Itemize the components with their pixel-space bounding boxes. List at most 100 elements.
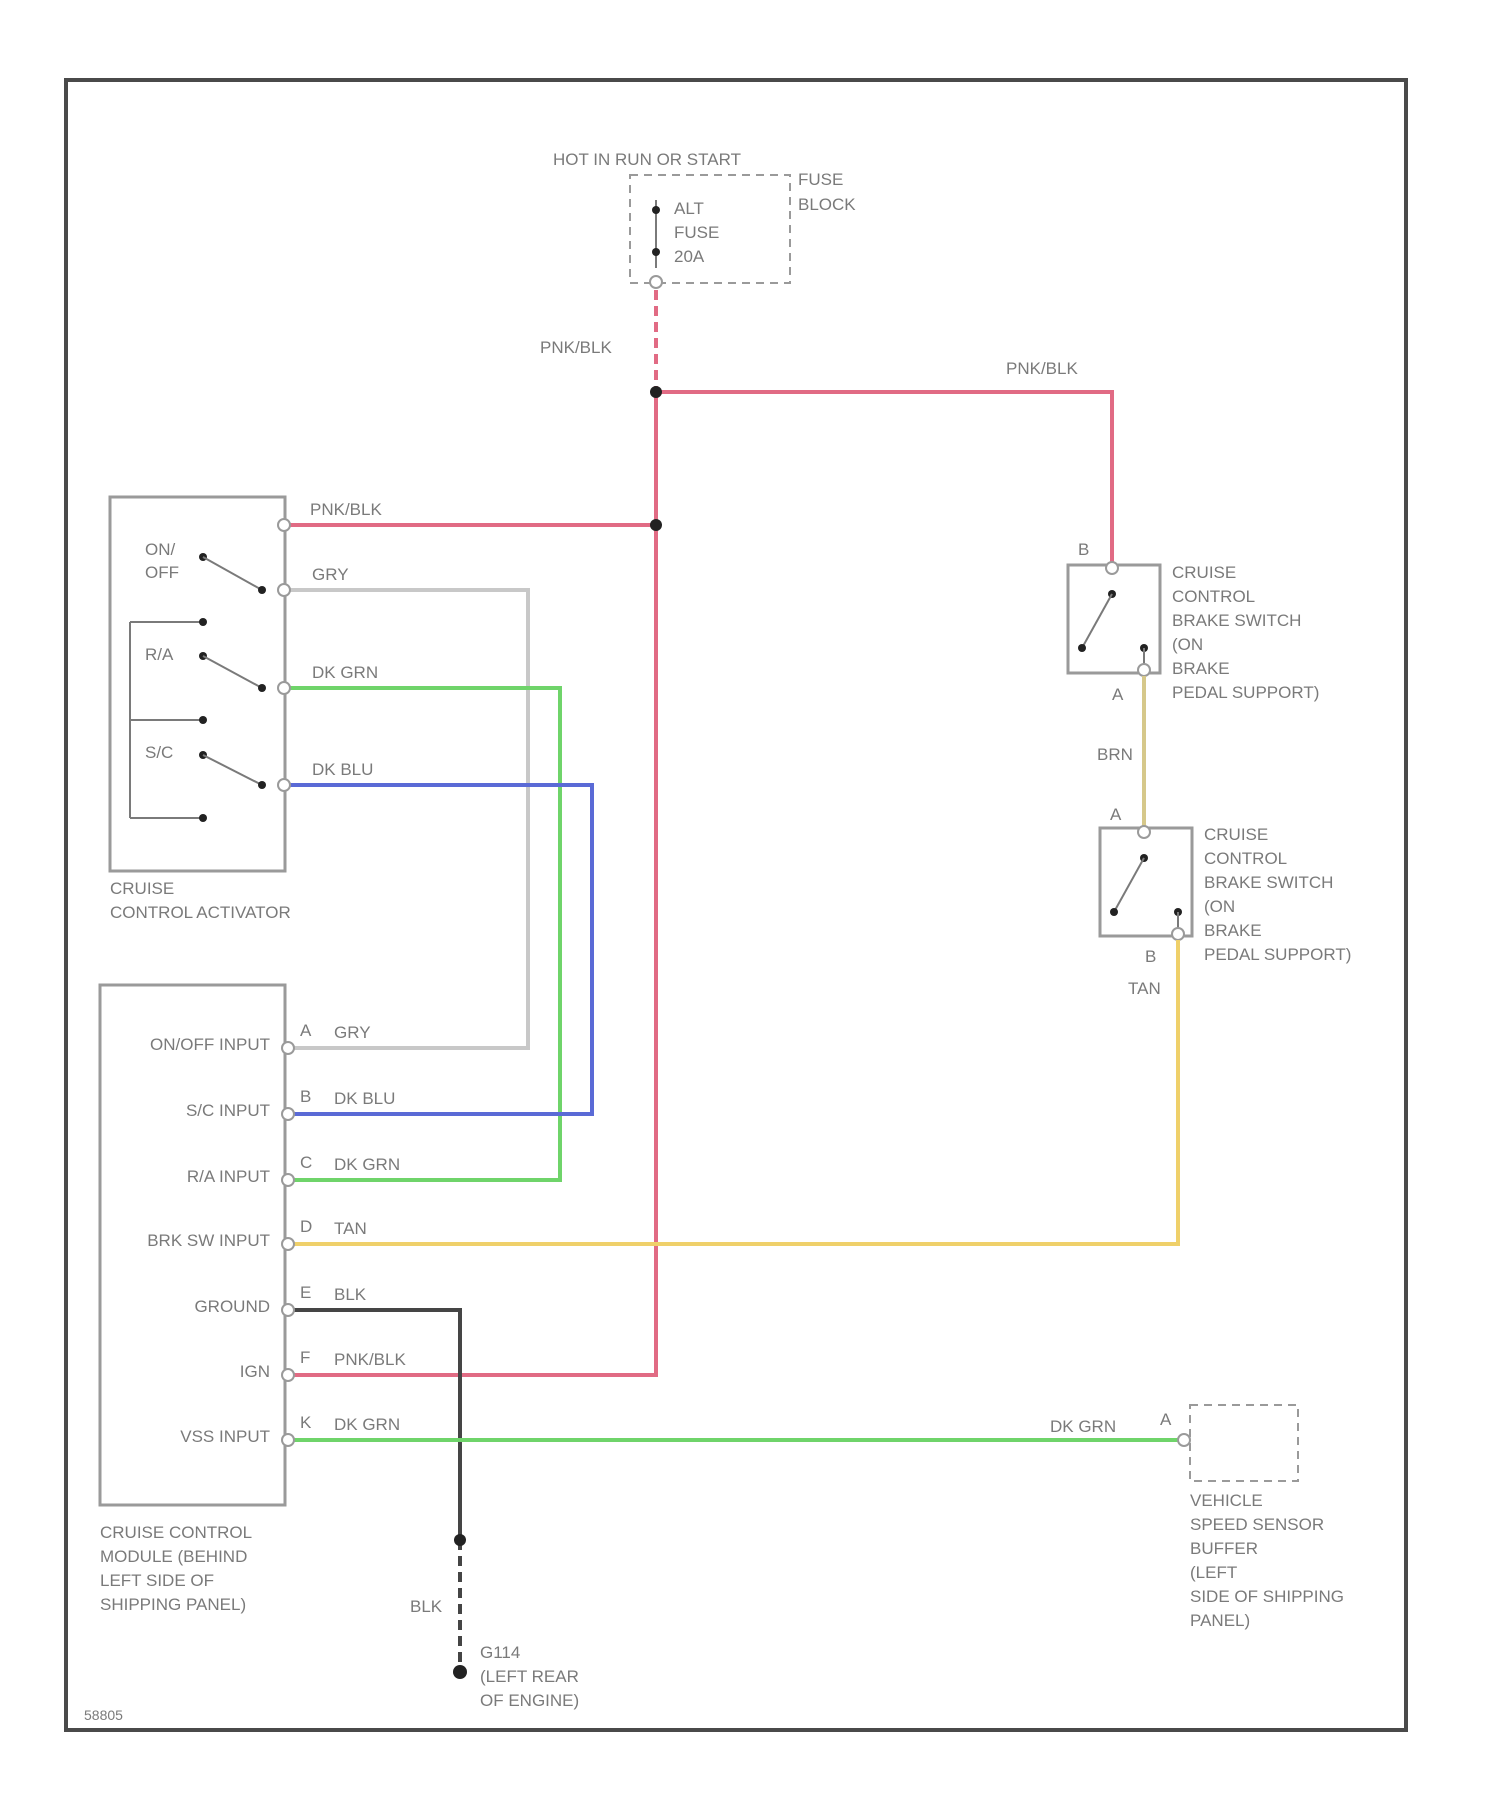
- module-pin: [282, 1108, 294, 1120]
- brake-switch-label: BRAKE SWITCH: [1172, 611, 1301, 630]
- vss-buffer-label: SPEED SENSOR: [1190, 1515, 1324, 1534]
- module-wire-color-label: BLK: [334, 1285, 367, 1304]
- fuse-terminal-top: [652, 206, 660, 214]
- brake-switch-pin: [1106, 562, 1118, 574]
- wire-label-pnk-blk: PNK/BLK: [310, 500, 382, 519]
- brake-switch-upper-outline: [1068, 565, 1160, 673]
- fuse-terminal-bottom: [652, 248, 660, 256]
- module-input-label: S/C INPUT: [186, 1101, 270, 1120]
- switch-contact: [199, 618, 207, 626]
- wire-label-dk-grn: DK GRN: [1050, 1417, 1116, 1436]
- brake-switch-pin: [1138, 826, 1150, 838]
- brake-switch-blade: [1114, 858, 1144, 912]
- switch-contact: [258, 586, 266, 594]
- brake-switch-label: CRUISE: [1204, 825, 1268, 844]
- switch-contact: [1110, 908, 1118, 916]
- module-wire-color-label: TAN: [334, 1219, 367, 1238]
- brake-switch-label: BRAKE SWITCH: [1204, 873, 1333, 892]
- switch-blade-on-off: [203, 557, 262, 590]
- fuse-rating: 20A: [674, 247, 705, 266]
- activator-pin: [278, 584, 290, 596]
- module-pin: [282, 1304, 294, 1316]
- brake-switch-lower: A B CRUISE CONTROL BRAKE SWITCH (ON BRAK…: [1100, 805, 1351, 966]
- wire-label-brn: BRN: [1097, 745, 1133, 764]
- pnk-blk-circuit: PNK/BLK PNK/BLK PNK/BLK: [290, 290, 1112, 1375]
- wire-label-pnk-blk: PNK/BLK: [1006, 359, 1078, 378]
- switch-contact: [199, 814, 207, 822]
- module-label: LEFT SIDE OF: [100, 1571, 214, 1590]
- brake-switch-label: CRUISE: [1172, 563, 1236, 582]
- activator-label: CRUISE: [110, 879, 174, 898]
- module-pin: [282, 1174, 294, 1186]
- switch-contact: [1078, 644, 1086, 652]
- pin-label-a: A: [1160, 1410, 1172, 1429]
- pnk-blk-to-brake-switch: [656, 392, 1112, 565]
- module-wire-color-label: DK BLU: [334, 1089, 395, 1108]
- switch-label-ra: R/A: [145, 645, 174, 664]
- module-pin-letter: B: [300, 1087, 311, 1106]
- module-pin: [282, 1369, 294, 1381]
- switch-label-sc: S/C: [145, 743, 173, 762]
- module-input-label: GROUND: [194, 1297, 270, 1316]
- brake-switch-label: (ON: [1172, 635, 1203, 654]
- activator-outline: [110, 497, 285, 871]
- vss-buffer-label: BUFFER: [1190, 1539, 1258, 1558]
- module-pin-letter: F: [300, 1348, 310, 1367]
- vss-buffer-label: SIDE OF SHIPPING: [1190, 1587, 1344, 1606]
- brake-switch-label: (ON: [1204, 897, 1235, 916]
- switch-blade-sc: [203, 755, 262, 785]
- pin-label-b: B: [1145, 947, 1156, 966]
- dk-blu-wire: [290, 785, 592, 1114]
- fuse-block-label: FUSE: [798, 170, 843, 189]
- module-label: MODULE (BEHIND: [100, 1547, 247, 1566]
- vss-buffer-pin: [1178, 1434, 1190, 1446]
- wire-label-gry: GRY: [312, 565, 349, 584]
- module-pin-letter: A: [300, 1021, 312, 1040]
- tan-wire: [290, 940, 1178, 1244]
- wire-label-tan: TAN: [1128, 979, 1161, 998]
- wire-label-pnk-blk: PNK/BLK: [540, 338, 612, 357]
- hot-in-run-label: HOT IN RUN OR START: [553, 150, 741, 169]
- module-wire-color-label: DK GRN: [334, 1155, 400, 1174]
- fuse-block-label-2: BLOCK: [798, 195, 856, 214]
- module-input-label: BRK SW INPUT: [147, 1231, 270, 1250]
- brake-switch-label: CONTROL: [1172, 587, 1255, 606]
- ground-location-2: OF ENGINE): [480, 1691, 579, 1710]
- switch-contact: [199, 716, 207, 724]
- activator-pin: [278, 519, 290, 531]
- module-pin-letter: D: [300, 1217, 312, 1236]
- gry-wire: [290, 590, 528, 1048]
- brake-switch-label: BRAKE: [1172, 659, 1230, 678]
- fuse-output-pin: [650, 276, 662, 288]
- module-pin: [282, 1238, 294, 1250]
- cruise-control-activator: ON/ OFF R/A S/C CRUISE CONTROL ACTIVATOR: [110, 497, 291, 922]
- activator-pin: [278, 682, 290, 694]
- wire-label-dk-grn: DK GRN: [312, 663, 378, 682]
- brake-switch-pin: [1172, 928, 1184, 940]
- wire-label-dk-blu: DK BLU: [312, 760, 373, 779]
- splice-lower: [650, 519, 662, 531]
- module-input-label: VSS INPUT: [180, 1427, 270, 1446]
- figure-id: 58805: [84, 1707, 123, 1723]
- module-wire-color-label: DK GRN: [334, 1415, 400, 1434]
- pin-label-a: A: [1112, 685, 1124, 704]
- vss-buffer-label: VEHICLE: [1190, 1491, 1263, 1510]
- fuse-block: HOT IN RUN OR START FUSE BLOCK ALT FUSE …: [553, 150, 856, 288]
- ground-location: (LEFT REAR: [480, 1667, 579, 1686]
- activator-pin: [278, 779, 290, 791]
- ground-splice: [454, 1534, 466, 1546]
- brake-switch-blade: [1082, 594, 1112, 648]
- module-pin-letter: E: [300, 1283, 311, 1302]
- wire-label-blk: BLK: [410, 1597, 443, 1616]
- module-pin: [282, 1042, 294, 1054]
- fuse-name-2: FUSE: [674, 223, 719, 242]
- module-pin: [282, 1434, 294, 1446]
- brake-switch-upper: B A CRUISE CONTROL BRAKE SWITCH (ON BRAK…: [1068, 540, 1319, 704]
- pin-label-b: B: [1078, 540, 1089, 559]
- vss-buffer-outline: [1190, 1405, 1298, 1481]
- ground-id: G114: [480, 1643, 520, 1662]
- pin-label-a: A: [1110, 805, 1122, 824]
- ground-point: BLK G114 (LEFT REAR OF ENGINE): [410, 1534, 579, 1710]
- switch-blade-ra: [203, 656, 262, 688]
